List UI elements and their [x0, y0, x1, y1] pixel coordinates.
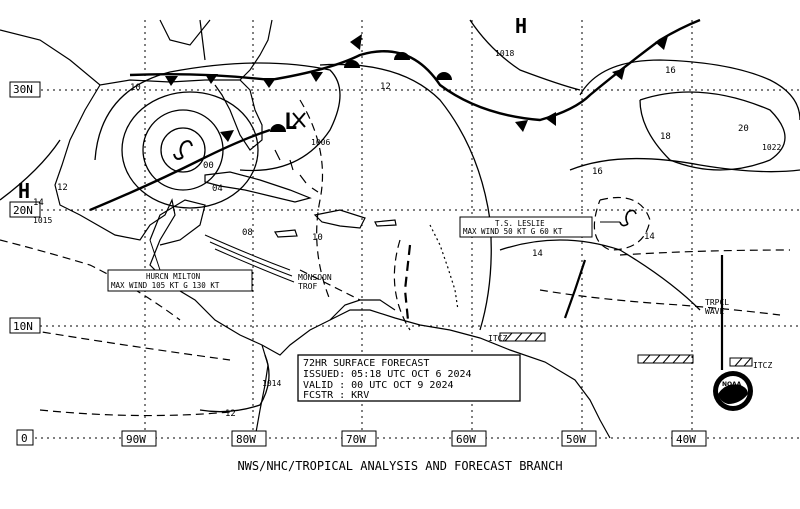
forecast-title: 72HR SURFACE FORECAST — [303, 358, 429, 369]
isobar-label: 14 — [644, 232, 655, 242]
storm-milton-wind: MAX WIND 105 KT G 130 KT — [111, 281, 220, 290]
lon-70w: 70W — [346, 433, 366, 446]
noaa-logo: NOAA — [713, 371, 753, 411]
lon-labels: 90W 80W 70W 60W 50W 40W — [121, 430, 707, 447]
low-x-marker — [292, 112, 306, 128]
isobar-label: 04 — [212, 184, 223, 194]
pressure-value-southwest: 1014 — [262, 379, 281, 388]
itcz-bands — [499, 332, 753, 367]
footer-credit: NWS/NHC/TROPICAL ANALYSIS AND FORECAST B… — [237, 459, 562, 473]
lon-50w: 50W — [566, 433, 586, 446]
isobar-label: 14 — [532, 249, 543, 259]
itcz-label-2: ITCZ — [753, 361, 772, 370]
high-center-north-value: 1018 — [495, 49, 514, 58]
lat-20n: 20N — [13, 204, 33, 217]
high-center-north: H — [515, 14, 527, 38]
isobar-label: 12 — [57, 183, 68, 193]
lon-60w: 60W — [456, 433, 476, 446]
itcz-label-1: ITCZ — [488, 334, 507, 343]
forecast-info-box: 72HR SURFACE FORECAST ISSUED: 05:18 UTC … — [297, 354, 521, 402]
isobar-label: 18 — [660, 132, 671, 142]
tropical-waves — [403, 244, 724, 370]
isobar-label: 10 — [130, 83, 141, 93]
hurricane-symbol-milton — [173, 140, 193, 160]
lon-90w: 90W — [126, 433, 146, 446]
storm-box-leslie: T.S. LESLIE MAX WIND 50 KT G 60 KT — [459, 216, 593, 238]
isobar-label: 00 — [203, 161, 214, 171]
lon-40w: 40W — [676, 433, 696, 446]
pressure-centers: H 1018 H 14 1015 L 1006 1022 1014 — [18, 14, 781, 388]
storm-leslie-wind: MAX WIND 50 KT G 60 KT — [463, 227, 563, 236]
monsoon-trough-lines — [204, 234, 295, 283]
lon-80w: 80W — [236, 433, 256, 446]
high-center-west-value: 1015 — [33, 216, 52, 225]
storm-symbol-leslie — [619, 209, 637, 227]
low-center: L — [284, 110, 297, 135]
frontal-boundary — [89, 18, 701, 212]
low-center-value: 1006 — [311, 138, 330, 147]
isobar-label: 12 — [225, 409, 236, 419]
isobar-labels: 10 12 00 04 08 10 12 14 16 18 20 16 14 1… — [57, 66, 749, 419]
forecast-issued: ISSUED: 05:18 UTC OCT 6 2024 — [303, 369, 472, 380]
coastlines — [0, 19, 611, 439]
isobar-label: 16 — [665, 66, 676, 76]
storm-leslie-name: T.S. LESLIE — [495, 219, 545, 228]
isobar-label: 20 — [738, 124, 749, 134]
storm-milton-name: HURCN MILTON — [146, 272, 200, 281]
noaa-logo-text: NOAA — [722, 381, 742, 388]
isobar-label: 10 — [312, 233, 323, 243]
forecast-forecaster: FCSTR : KRV — [303, 390, 369, 401]
callout-lines — [149, 221, 620, 271]
lat-10n: 10N — [13, 320, 33, 333]
dashed-lines — [0, 99, 791, 417]
isobar-label: 12 — [380, 82, 391, 92]
lat-30n: 30N — [13, 83, 33, 96]
isobar-label: 08 — [242, 228, 253, 238]
isobar-label: 16 — [592, 167, 603, 177]
high-center-west: H — [18, 179, 30, 203]
isobars — [0, 19, 800, 413]
forecast-valid: VALID : 00 UTC OCT 9 2024 — [303, 380, 454, 391]
pressure-value-east: 1022 — [762, 143, 781, 152]
storm-box-milton: HURCN MILTON MAX WIND 105 KT G 130 KT — [107, 269, 253, 292]
high-center-west-extra: 14 — [33, 198, 44, 208]
lat-labels: 30N 20N 10N 0 — [9, 81, 41, 446]
lat-0: 0 — [21, 432, 28, 445]
